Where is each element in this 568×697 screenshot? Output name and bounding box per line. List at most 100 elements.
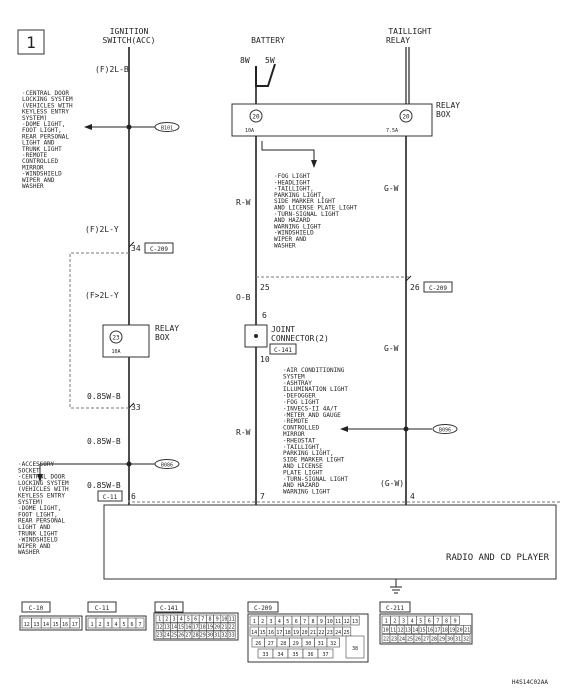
destination-item: ·RHEOSTAT: [283, 437, 316, 444]
connector-c211-pin-number: 32: [463, 637, 469, 643]
connector-c211-pin-number: 25: [407, 637, 413, 643]
destination-list-b101: ·CENTRAL DOOR LOCKING SYSTEM (VEHICLES W…: [22, 90, 73, 190]
connector-c209-pin-number: 30: [305, 641, 311, 647]
destination-item: PARKING LIGHT,: [283, 450, 334, 457]
connector-c209-pin-number: 35: [292, 652, 298, 658]
wire-label-gw-3: (G-W): [380, 479, 404, 488]
connector-c209-pin-number: 8: [311, 619, 314, 625]
connector-c141-pin-number: 30: [207, 633, 213, 639]
connector-c211-pin-cell: [450, 615, 460, 625]
connector-c141-pin-number: 9: [216, 617, 219, 623]
connector-c209-pin-number: 13: [352, 619, 358, 625]
destination-item: ·DOME LIGHT,: [18, 505, 61, 512]
connector-c141-pin-number: 4: [180, 617, 183, 623]
destination-item: LIGHT AND: [18, 524, 51, 531]
pin-4: 4: [410, 492, 415, 501]
relay-box-top: [231, 103, 433, 137]
arrow-battery-branch: [311, 160, 317, 168]
pin-34: 34: [131, 244, 141, 253]
connector-c211-pin-number: 10: [383, 628, 389, 634]
destination-item: PARKING LIGHT,: [274, 192, 325, 199]
connector-c209-pin-number: 7: [303, 619, 306, 625]
connector-c141-pin-cell: [227, 614, 236, 623]
connector-c11-pin-cell: [135, 617, 145, 629]
connector-c141-pin-number: 23: [157, 633, 163, 639]
destination-item: TRUNK LIGHT: [18, 530, 58, 537]
connector-c11-label: C-11: [95, 605, 110, 612]
connector-c141-pin-number: 12: [157, 625, 163, 631]
connector-c211-pin-number: 18: [442, 628, 448, 634]
connector-c141-pin-number: 18: [200, 625, 206, 631]
connector-c211-pin-number: 21: [464, 628, 470, 634]
joint-connector-dot: [254, 334, 258, 338]
connector-c211-pin-number: 29: [439, 637, 445, 643]
header-battery: BATTERY: [251, 36, 285, 45]
connector-c209-pin-number: 26: [255, 641, 261, 647]
pin-6-left: 6: [131, 492, 136, 501]
connector-c209-label: C-209: [254, 605, 272, 612]
connector-c211-pin-number: 11: [390, 628, 396, 634]
wire-label-f2lb: (F)2L-B: [95, 65, 129, 74]
destination-list-battery: ·FOG LIGHT·HEADLIGHT·TAILLIGHT, PARKING …: [274, 173, 357, 249]
connector-c141-pin-number: 8: [208, 617, 211, 623]
connector-c211-pin-number: 23: [391, 637, 397, 643]
connector-c209-pin-number: 11: [335, 619, 341, 625]
connector-c11-pin-number: 2: [98, 622, 101, 628]
destination-item: ILLUMINATION LIGHT: [283, 386, 348, 393]
connector-c141-pin-number: 29: [200, 633, 206, 639]
wire-label-ob: O-B: [236, 293, 251, 302]
destination-item: ·DEFOGGER: [283, 393, 316, 400]
pin-33: 33: [131, 403, 141, 412]
connector-c211-pin-number: 12: [397, 628, 403, 634]
destination-item: AND HAZARD: [283, 482, 320, 489]
connector-c211-pin-number: 19: [449, 628, 455, 634]
wire-label-rw-1: R-W: [236, 198, 251, 207]
radio-harness-outline: [128, 500, 560, 503]
connector-c141-pin-number: 25: [171, 633, 177, 639]
connector-c10-label-box: [21, 601, 51, 613]
connector-c209-pin-cell: [317, 648, 334, 659]
connector-c209-label-box: [247, 601, 279, 613]
connector-c141-pin-number: 33: [229, 633, 235, 639]
page-number: 1: [26, 33, 36, 52]
destination-item: FOOT LIGHT,: [22, 127, 62, 134]
connector-c211-pin-number: 2: [393, 619, 396, 625]
connector-c10-label: C-10: [29, 605, 44, 612]
connector-c141-pin-number: 6: [194, 617, 197, 623]
destination-item: ·ACCESSORY: [18, 461, 55, 468]
destination-item: KEYLESS ENTRY: [18, 493, 65, 500]
destination-item: ·CENTRAL DOOR: [18, 474, 65, 481]
connector-ref-c209a-box: [144, 242, 174, 254]
destination-item: ·ASHTRAY: [283, 380, 312, 387]
junction-b086: [154, 459, 180, 469]
destination-item: LOCKING SYSTEM: [22, 96, 73, 103]
connector-c141-label: C-141: [160, 605, 178, 612]
destination-item: PLATE LIGHT: [283, 469, 323, 476]
junction-b096: [432, 424, 458, 434]
connector-ref-c209b: C-209: [429, 285, 447, 292]
destination-item: CONTROLLED: [22, 158, 59, 165]
connector-c11-pin-number: 6: [130, 622, 133, 628]
connector-c11-pin-number: 3: [106, 622, 109, 628]
connector-c211-pin-number: 28: [431, 637, 437, 643]
connector-c211-pin-number: 22: [383, 637, 389, 643]
connector-c209-pin-number: 17: [276, 630, 282, 636]
arrow-b096: [340, 426, 348, 432]
connector-c209-pin-number: 20: [302, 630, 308, 636]
destination-item: ·DOME LIGHT,: [22, 121, 65, 128]
connector-c141-pin-number: 2: [165, 617, 168, 623]
destination-item: WIPER AND: [18, 543, 51, 550]
destination-item: WARNING LIGHT: [274, 223, 321, 230]
connector-c11-pin-number: 7: [138, 622, 141, 628]
destination-item: ·HEADLIGHT: [274, 179, 311, 186]
destination-item: ·WINDSHIELD: [274, 230, 314, 237]
destination-item: LIGHT AND: [22, 140, 55, 147]
connector-c141-pin-number: 7: [201, 617, 204, 623]
destination-item: AND HAZARD: [274, 217, 311, 224]
relay-box-top-fuse-left: [249, 109, 263, 123]
connector-c211-pin-cell: [461, 634, 471, 643]
connector-c211-pin-number: 26: [415, 637, 421, 643]
connector-c209-pin-number: 22: [318, 630, 324, 636]
pin-10: 10: [260, 355, 270, 364]
